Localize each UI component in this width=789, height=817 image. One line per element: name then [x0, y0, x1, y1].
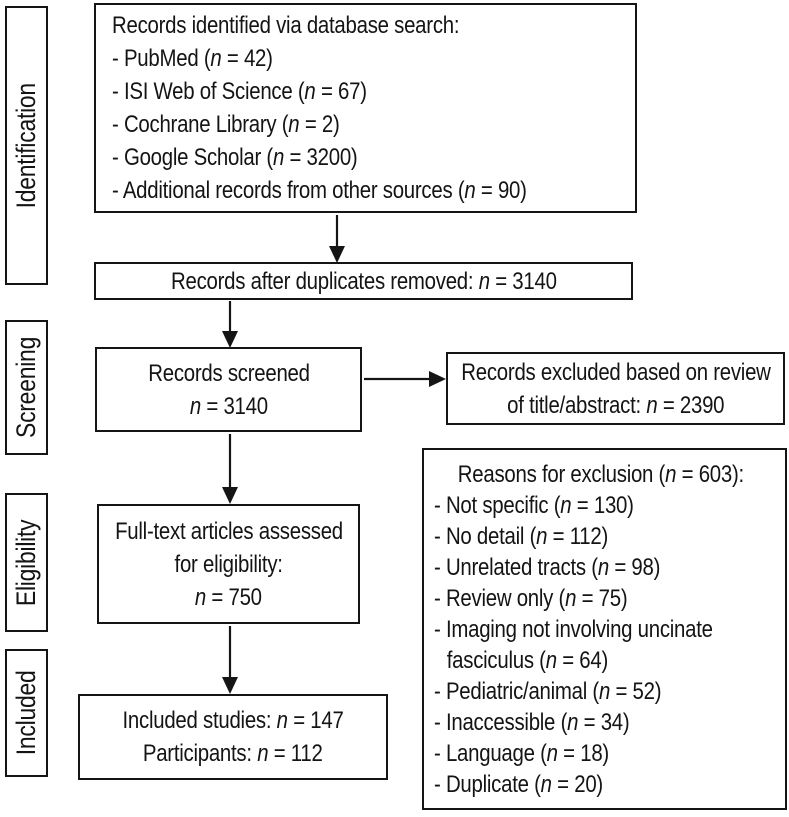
- duplicates-removed-text: Records after duplicates removed: n = 31…: [170, 267, 557, 295]
- included-studies-line2: Participants: n = 112: [143, 740, 323, 767]
- records-identified-text: Records identified via database search: …: [112, 9, 619, 207]
- records-screened-line1: Records screened: [147, 359, 310, 387]
- reason-not-specific: - Not specific (n = 130): [434, 491, 634, 519]
- included-studies-line1: Included studies: n = 147: [122, 707, 344, 734]
- records-identified-box: Records identified via database search: …: [94, 3, 637, 213]
- arrow-screened-to-fulltext: [222, 434, 238, 504]
- exclusion-reasons-box: Reasons for exclusion (n = 603): - Not s…: [422, 448, 787, 810]
- identified-item-isi: - ISI Web of Science (n = 67): [112, 78, 367, 105]
- reason-review-only: - Review only (n = 75): [434, 584, 628, 612]
- stage-box-screening: Screening: [5, 320, 48, 455]
- stage-label-included: Included: [11, 670, 41, 756]
- reason-pediatric-animal: - Pediatric/animal (n = 52): [434, 677, 662, 705]
- identified-item-pubmed: - PubMed (n = 42): [112, 45, 273, 72]
- reason-language: - Language (n = 18): [434, 739, 609, 767]
- identified-item-google-scholar: - Google Scholar (n = 3200): [112, 144, 358, 171]
- records-screened-box: Records screened n = 3140: [95, 347, 362, 432]
- duplicates-removed-box: Records after duplicates removed: n = 31…: [94, 262, 633, 300]
- stage-box-included: Included: [5, 649, 48, 777]
- stage-label-screening: Screening: [11, 336, 41, 439]
- arrow-screened-to-excluded: [364, 371, 446, 387]
- records-excluded-line1: Records excluded based on review: [460, 358, 771, 386]
- stage-box-identification: Identification: [5, 6, 48, 285]
- fulltext-line3: n = 750: [195, 583, 262, 611]
- reason-unrelated-tracts: - Unrelated tracts (n = 98): [434, 553, 661, 581]
- records-screened-line2: n = 3140: [189, 392, 268, 420]
- records-identified-title: Records identified via database search:: [112, 12, 460, 39]
- reason-no-detail: - No detail (n = 112): [434, 522, 609, 550]
- arrow-identified-to-duplicates: [329, 215, 345, 263]
- records-excluded-box: Records excluded based on review of titl…: [446, 352, 785, 425]
- reason-inaccessible: - Inaccessible (n = 34): [434, 708, 630, 736]
- identified-item-other-sources: - Additional records from other sources …: [112, 177, 527, 204]
- fulltext-line2: for eligibility:: [174, 550, 283, 578]
- arrow-duplicates-to-screened: [222, 301, 238, 348]
- included-studies-box: Included studies: n = 147 Participants: …: [78, 694, 388, 780]
- exclusion-reasons-text: Reasons for exclusion (n = 603): - Not s…: [434, 459, 777, 800]
- arrow-fulltext-to-included: [222, 626, 238, 694]
- fulltext-assessed-box: Full-text articles assessed for eligibil…: [97, 504, 360, 624]
- exclusion-reasons-title: Reasons for exclusion (n = 603):: [457, 460, 744, 488]
- reason-duplicate: - Duplicate (n = 20): [434, 770, 603, 798]
- fulltext-line1: Full-text articles assessed: [114, 517, 343, 545]
- identified-item-cochrane: - Cochrane Library (n = 2): [112, 111, 340, 138]
- stage-box-eligibility: Eligibility: [5, 493, 48, 632]
- stage-label-eligibility: Eligibility: [11, 519, 41, 606]
- records-excluded-line2: of title/abstract: n = 2390: [506, 391, 725, 419]
- stage-label-identification: Identification: [11, 82, 41, 209]
- reason-imaging-not-involving: - Imaging not involving uncinate fascicu…: [434, 615, 713, 674]
